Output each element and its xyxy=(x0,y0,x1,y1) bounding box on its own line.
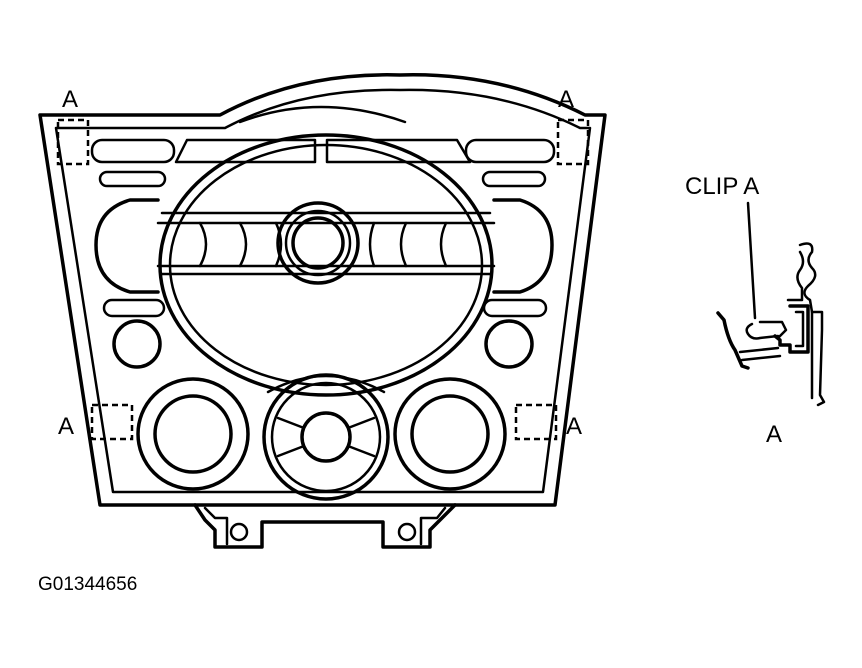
clip-detail-caption: A xyxy=(766,421,782,448)
clip-location-top-right xyxy=(556,118,590,166)
climate-dial-left xyxy=(136,377,250,491)
volume-knob-middle xyxy=(284,209,352,277)
side-button-right xyxy=(492,198,554,294)
clip-location-bottom-left xyxy=(90,403,134,441)
panel-inner-outline xyxy=(54,88,592,494)
clip-detail-title: CLIP A xyxy=(685,173,759,200)
top-slot-center-left xyxy=(174,138,317,164)
figure-id: G01344656 xyxy=(38,574,137,595)
climate-dial-center xyxy=(262,373,390,501)
top-slot-left xyxy=(90,138,176,164)
lower-slot-right xyxy=(482,298,548,318)
small-button-right xyxy=(484,319,534,369)
mounting-bracket xyxy=(193,503,457,549)
lower-slot-left xyxy=(102,298,166,318)
clip-detail: CLIP A A xyxy=(685,173,826,448)
clip-label-bottom-left: A xyxy=(58,413,74,440)
clip-location-bottom-right xyxy=(514,403,558,441)
top-slot-center-right xyxy=(325,138,472,164)
top-slot-right xyxy=(464,138,556,164)
upper-slot-right xyxy=(481,170,547,188)
clip-body xyxy=(773,304,810,354)
clip-label-bottom-right: A xyxy=(566,413,582,440)
panel-profile xyxy=(798,242,826,407)
upper-slot-left xyxy=(98,170,167,188)
small-button-left xyxy=(112,319,162,369)
panel-outline xyxy=(38,73,607,507)
clip-leader-line xyxy=(746,201,757,320)
volume-knob-inner xyxy=(291,216,345,270)
front-panel xyxy=(38,73,607,549)
clip-label-top-left: A xyxy=(62,86,78,113)
mating-panel-edge xyxy=(716,311,750,370)
clip-label-top-right: A xyxy=(558,86,574,113)
top-handle-arc xyxy=(238,105,407,124)
clip-location-top-left xyxy=(56,118,90,166)
side-button-left xyxy=(94,198,160,294)
climate-dial-right xyxy=(393,377,507,491)
volume-knob-outer xyxy=(276,201,360,285)
